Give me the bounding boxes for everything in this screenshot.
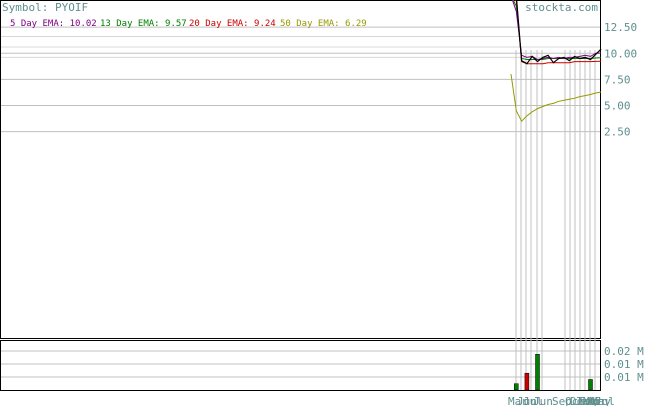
date-tick-label: Jul [595,395,615,406]
volume-axis: 0.02 M0.01 M0.01 M [604,345,644,384]
series-line-5-day-ema [511,0,602,61]
price-axis: 2.50 5.00 7.50 10.00 12.50 [604,21,637,139]
price-gridlines [1,26,600,133]
volume-tick-label: 0.01 M [604,358,644,371]
date-tick-label: Oct [565,395,585,406]
date-tick-label: May [591,395,611,406]
date-tick-label: Mar [508,395,528,406]
symbol-label-bg [1,1,101,13]
volume-panel-frame [0,340,601,391]
series-line-50-day-ema [510,74,602,123]
date-tick-label: Jul [523,395,543,406]
date-tick-label: Jan [575,395,595,406]
date-tick-label: Dec [570,395,590,406]
date-tick-label: Jun [533,395,553,406]
volume-tick-label: 0.01 M [604,371,644,384]
date-tick-label: Apr [587,395,607,406]
price-tick-label: 2.50 [604,126,631,139]
price-tick-label: 7.50 [604,73,631,86]
price-tick-label: 12.50 [604,21,637,34]
volume-bars [514,354,593,391]
date-tick-label: Jun [517,395,537,406]
ema-series [510,0,602,123]
volume-bar-up [535,354,540,391]
legend-ema-5: 5 Day EMA: 10.02 [10,19,97,29]
date-gridlines [515,50,596,390]
series-line-13-day-ema [512,0,602,60]
watermark: stockta.com [525,1,598,14]
price-tick-label: 10.00 [604,47,637,60]
date-tick-label: Feb [579,395,599,406]
date-tick-label: Mar [583,395,603,406]
legend-ema-20: 20 Day EMA: 9.24 [189,19,276,29]
volume-bar-up [514,383,519,391]
price-panel-frame [0,0,601,339]
volume-gridlines [1,350,600,378]
price-tick-label: 5.00 [604,100,631,113]
legend-ema-13: 13 Day EMA: 9.57 [100,19,187,29]
date-tick-label: Sep [552,395,572,406]
volume-bar-up [588,379,593,391]
legend-ema-50: 50 Day EMA: 6.29 [280,19,367,29]
volume-bar-down [524,372,530,391]
ema-legend: 5 Day EMA: 10.02 13 Day EMA: 9.57 20 Day… [10,19,367,29]
series-line-price [516,0,602,65]
volume-tick-label: 0.02 M [604,345,644,358]
symbol-label: Symbol: PYOIF [2,1,88,14]
